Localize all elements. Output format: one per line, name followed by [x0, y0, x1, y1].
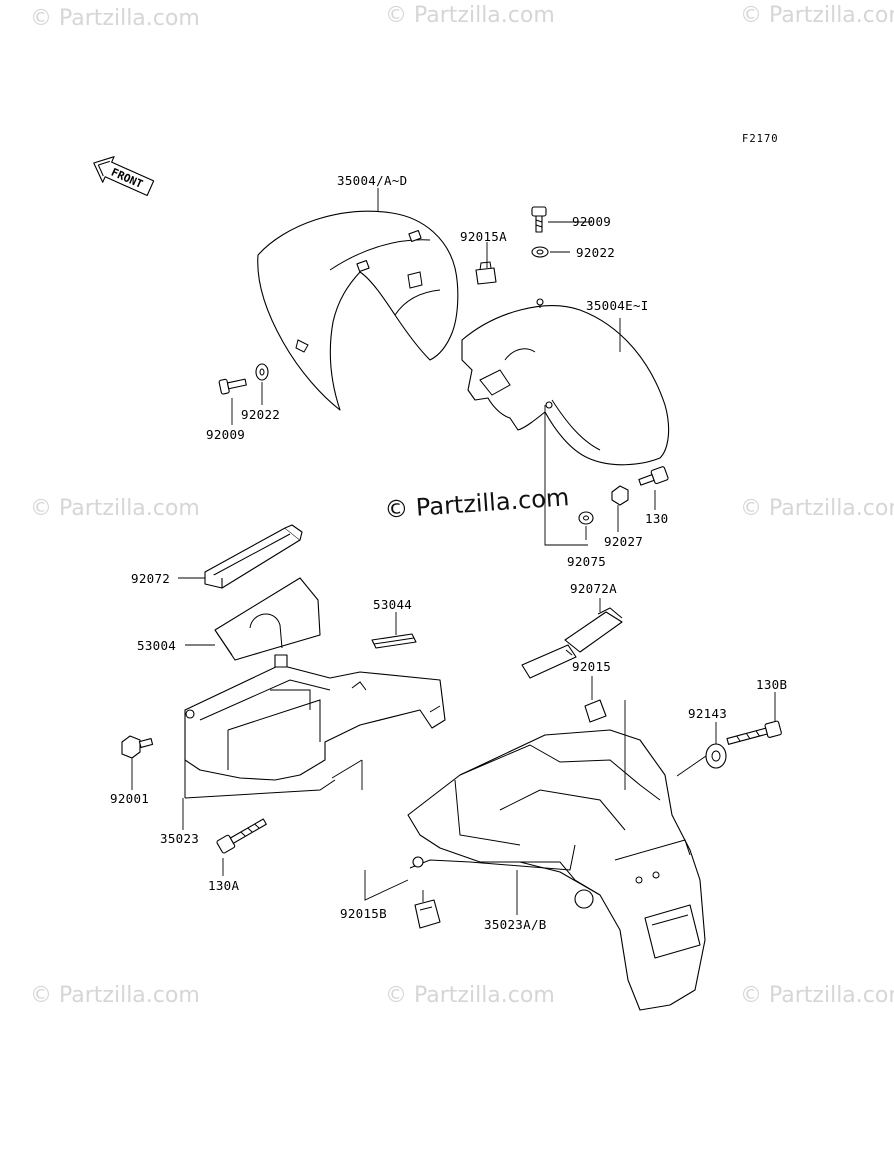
leader-lines [131, 188, 776, 915]
bolt-92001 [121, 735, 154, 759]
bolt-130a [216, 818, 267, 854]
label-35023: 35023 [160, 831, 199, 846]
rear-tray-35023 [184, 654, 446, 799]
label-92001: 92001 [110, 791, 149, 806]
watermark-group: © Partzilla.com © Partzilla.com © Partzi… [30, 3, 894, 1008]
label-92027: 92027 [604, 534, 643, 549]
washer-92022-left [255, 363, 269, 381]
front-fender-left [257, 210, 459, 411]
bolt-130 [638, 466, 669, 486]
washer-92022-top [531, 246, 549, 258]
bolt-92009-top [531, 206, 547, 233]
watermark: © Partzilla.com [30, 6, 200, 31]
clip-92015b [414, 899, 441, 929]
watermark: © Partzilla.com [30, 496, 200, 521]
label-92015: 92015 [572, 659, 611, 674]
label-92072: 92072 [131, 571, 170, 586]
watermark: © Partzilla.com [30, 983, 200, 1008]
label-92022-top: 92022 [576, 245, 615, 260]
watermark: © Partzilla.com [740, 3, 894, 28]
label-92143: 92143 [688, 706, 727, 721]
label-53004: 53004 [137, 638, 176, 653]
label-92072a: 92072A [570, 581, 617, 596]
cover-53004 [214, 577, 321, 661]
label-92075: 92075 [567, 554, 606, 569]
label-35023a-b: 35023A/B [484, 917, 547, 932]
bolt-92009-left [218, 378, 247, 395]
clip-92015 [584, 699, 607, 723]
watermark: © Partzilla.com [740, 983, 894, 1008]
strap-92072a [521, 607, 623, 679]
label-130b: 130B [756, 677, 787, 692]
watermark: © Partzilla.com [385, 3, 555, 28]
label-130: 130 [645, 511, 668, 526]
label-92015a: 92015A [460, 229, 507, 244]
nut-92027 [611, 485, 629, 506]
part-labels: 35004/A~D 92015A 92009 92022 35004E~I 92… [110, 173, 787, 932]
label-92009-top: 92009 [572, 214, 611, 229]
front-fender-right [461, 298, 670, 466]
label-35004e-i: 35004E~I [586, 298, 649, 313]
label-92022-left: 92022 [241, 407, 280, 422]
front-arrow-icon: FRONT [93, 156, 155, 197]
strap-92072 [204, 524, 303, 589]
label-92009-left: 92009 [206, 427, 245, 442]
rear-fender-35023ab [407, 729, 706, 1011]
washer-92075 [578, 511, 594, 525]
watermark: © Partzilla.com [740, 496, 894, 521]
label-53044: 53044 [373, 597, 412, 612]
clip-92015a [475, 267, 497, 285]
label-92015b: 92015B [340, 906, 387, 921]
watermark: © Partzilla.com [385, 983, 555, 1008]
label-130a: 130A [208, 878, 239, 893]
figure-code: F2170 [742, 133, 779, 145]
collar-92143 [705, 743, 727, 769]
copyright-text: © Partzilla.com [383, 483, 570, 524]
bolt-130b [726, 720, 782, 745]
label-35004-a-d: 35004/A~D [337, 173, 407, 188]
